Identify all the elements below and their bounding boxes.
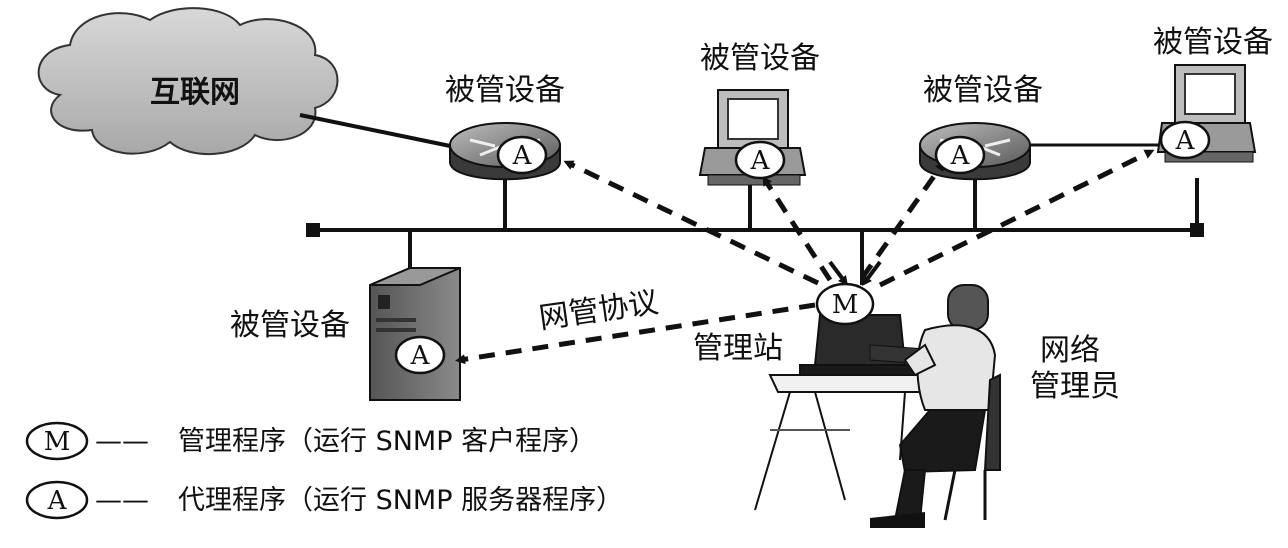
agent-badge-router-right: A — [934, 135, 986, 175]
legend-text-agent: 代理程序（运行 SNMP 服务器程序） — [178, 485, 623, 516]
admin-label-line1: 网络 — [1040, 333, 1100, 368]
legend-item-manager: M —— 管理程序（运行 SNMP 客户程序） — [25, 421, 596, 461]
protocol-arrows — [455, 149, 1155, 365]
svg-text:A: A — [512, 141, 533, 171]
internet-link — [299, 113, 456, 149]
lan-bus — [306, 223, 1204, 237]
station-label: 管理站 — [693, 331, 783, 366]
pc-right-label: 被管设备 — [1153, 25, 1273, 60]
internet-label: 互联网 — [150, 75, 240, 110]
legend-dash-manager: —— — [95, 426, 149, 457]
legend-text-manager: 管理程序（运行 SNMP 客户程序） — [178, 426, 596, 457]
admin-label-line2: 管理员 — [1030, 369, 1120, 404]
svg-text:A: A — [410, 341, 431, 371]
arrow-to-router-right — [859, 160, 945, 280]
bus-terminator-left — [306, 223, 320, 237]
arrow-to-server — [455, 302, 816, 365]
protocol-label: 网管协议 — [537, 285, 661, 336]
server-tower — [369, 267, 461, 401]
agent-badge-router-left: A — [496, 135, 548, 175]
agent-badge-server: A — [394, 335, 446, 375]
network-administrator — [870, 284, 1001, 528]
router-right-label: 被管设备 — [923, 73, 1043, 108]
svg-text:A: A — [1175, 126, 1196, 156]
svg-text:M: M — [44, 427, 71, 457]
agent-badge-pc-middle: A — [734, 140, 786, 180]
svg-text:A: A — [47, 486, 68, 516]
svg-text:A: A — [950, 141, 971, 171]
legend: M —— 管理程序（运行 SNMP 客户程序） A —— 代理程序（运行 SNM… — [25, 421, 623, 520]
pc-middle-label: 被管设备 — [700, 41, 820, 76]
router-left-label: 被管设备 — [445, 73, 565, 108]
legend-item-agent: A —— 代理程序（运行 SNMP 服务器程序） — [25, 480, 623, 520]
manager-badge: M — [815, 282, 875, 326]
svg-text:A: A — [750, 146, 771, 176]
arrow-to-pc-right — [878, 149, 1155, 288]
agent-badge-pc-right: A — [1159, 120, 1211, 160]
server-label: 被管设备 — [230, 308, 350, 343]
internet-cloud: 互联网 — [37, 7, 339, 156]
legend-dash-agent: —— — [95, 485, 149, 516]
arrow-to-pc-middle — [762, 175, 833, 282]
svg-text:M: M — [832, 290, 859, 320]
arrow-to-router-left — [563, 160, 820, 286]
